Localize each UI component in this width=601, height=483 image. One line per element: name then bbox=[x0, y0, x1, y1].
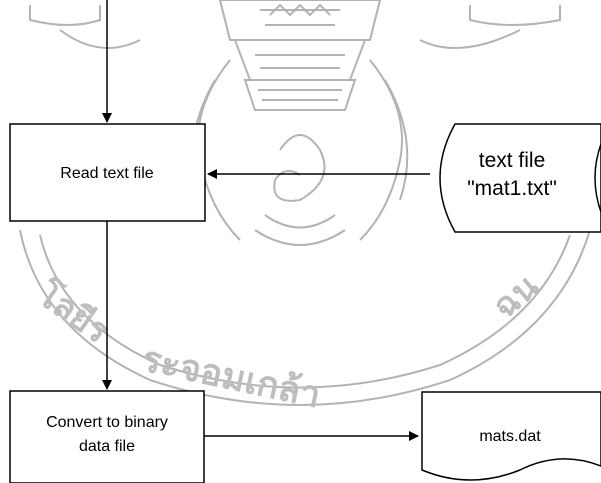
node-convert-binary-label-line1: Convert to binary bbox=[46, 414, 168, 431]
node-text-file-label-line2: "mat1.txt" bbox=[467, 177, 557, 200]
node-text-file-label-line1: text file bbox=[479, 149, 546, 172]
node-text-file: text file "mat1.txt" bbox=[439, 123, 601, 233]
watermark-text-right: ฉน bbox=[485, 266, 546, 326]
node-read-text-file-label: Read text file bbox=[60, 165, 153, 182]
node-mats-dat: mats.dat bbox=[421, 391, 601, 481]
watermark-text-left: โลยีร bbox=[29, 273, 117, 352]
node-convert-binary-label-line2: data file bbox=[79, 438, 135, 455]
node-mats-dat-label: mats.dat bbox=[479, 428, 541, 445]
node-read-text-file: Read text file bbox=[9, 123, 206, 222]
node-convert-binary: Convert to binary data file bbox=[9, 390, 205, 483]
